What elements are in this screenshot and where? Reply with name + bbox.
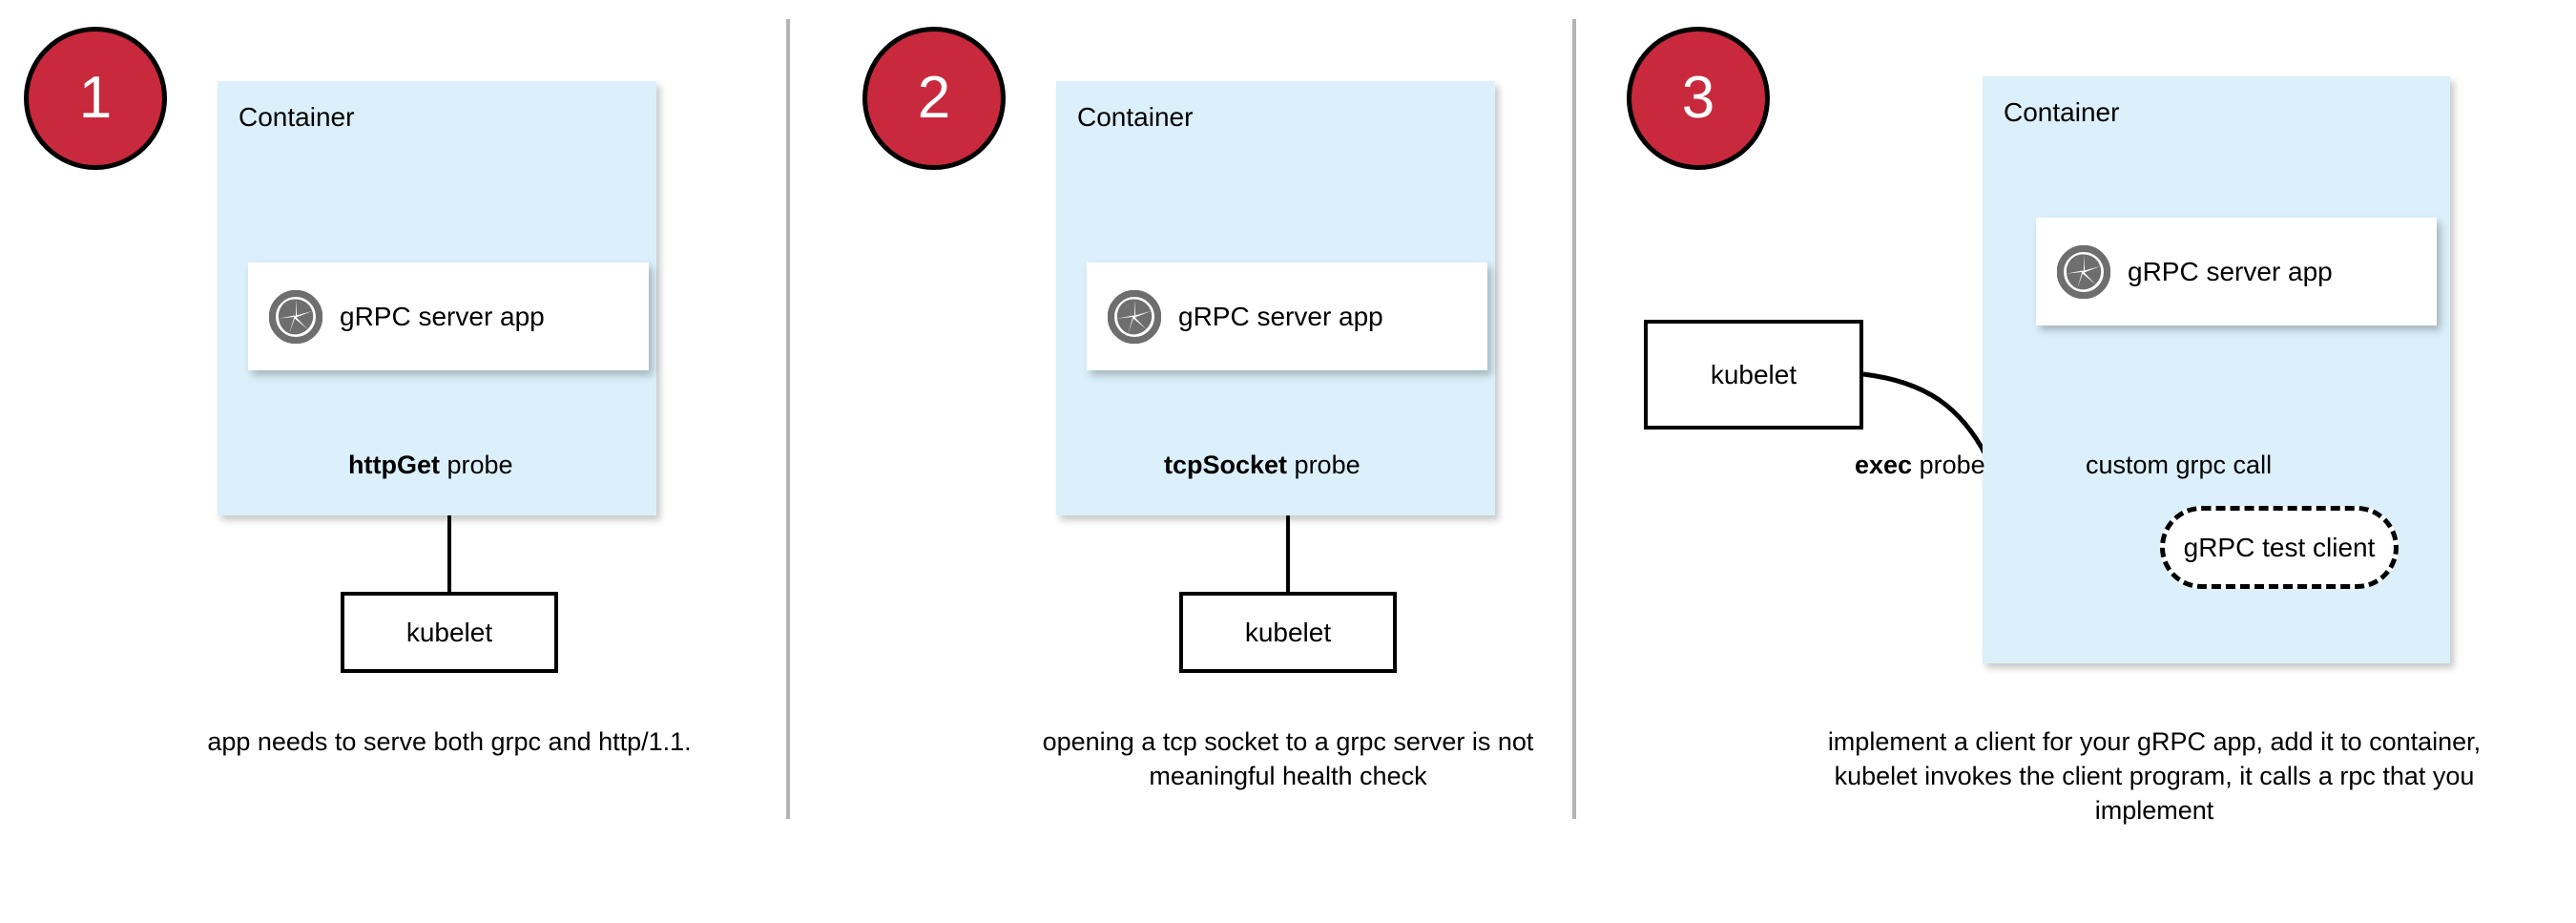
probe-label-rest: probe xyxy=(1912,451,1985,479)
step-badge-2: 2 xyxy=(862,27,1006,170)
container-label: Container xyxy=(2004,97,2120,127)
kubelet-label: kubelet xyxy=(405,617,493,647)
kubelet-label: kubelet xyxy=(1244,617,1332,647)
grpc-logo-icon xyxy=(269,289,322,344)
grpc-test-client-box: gRPC test client xyxy=(2160,506,2399,589)
step-badge-number: 3 xyxy=(1681,65,1715,131)
panel-caption: opening a tcp socket to a grpc server is… xyxy=(1042,727,1534,790)
grpc-server-app-card: gRPC server app xyxy=(248,262,649,370)
panel-divider-1 xyxy=(786,19,790,819)
httpget-probe-label: httpGet probe xyxy=(348,451,513,480)
probe-label-rest: probe xyxy=(439,451,513,479)
probe-label-rest: probe xyxy=(1287,451,1361,479)
grpc-server-app-label: gRPC server app xyxy=(340,301,545,331)
grpc-server-app-label: gRPC server app xyxy=(1178,301,1383,331)
custom-grpc-call-label: custom grpc call xyxy=(2086,451,2273,479)
panel-caption: app needs to serve both grpc and http/1.… xyxy=(207,727,692,756)
step-badge-number: 1 xyxy=(78,65,113,131)
container-label: Container xyxy=(1077,102,1194,132)
probe-label-bold: tcpSocket xyxy=(1164,451,1288,479)
grpc-logo-icon xyxy=(1108,289,1161,344)
panel-tcpsocket-probe: 2 Container gRPC server app tcpSocket pr… xyxy=(788,0,1574,923)
kubelet-box: kubelet xyxy=(1644,320,1863,430)
panel-httpget-probe: 1 Container gRPC server app httpGet prob… xyxy=(0,0,788,923)
grpc-server-app-card: gRPC server app xyxy=(2036,218,2437,325)
panel-exec-probe: 3 Container gRPC server app kubelet xyxy=(1574,0,2576,923)
probe-label-bold: httpGet xyxy=(348,451,440,479)
grpc-server-app-label: gRPC server app xyxy=(2128,256,2333,286)
kubelet-label: kubelet xyxy=(1710,359,1797,389)
kubelet-box: kubelet xyxy=(341,592,558,673)
grpc-logo-icon xyxy=(2057,244,2110,299)
container-label: Container xyxy=(239,102,355,132)
step-badge-number: 2 xyxy=(917,65,951,131)
kubelet-box: kubelet xyxy=(1179,592,1397,673)
probe-label-bold: exec xyxy=(1855,451,1913,479)
exec-probe-label: exec probe xyxy=(1855,451,1985,480)
grpc-server-app-card: gRPC server app xyxy=(1087,262,1487,370)
tcpsocket-probe-label: tcpSocket probe xyxy=(1164,451,1361,480)
panel-divider-2 xyxy=(1572,19,1576,819)
step-badge-1: 1 xyxy=(24,27,167,170)
grpc-test-client-label: gRPC test client xyxy=(2183,532,2376,562)
panel-caption: implement a client for your gRPC app, ad… xyxy=(1827,727,2482,825)
step-badge-3: 3 xyxy=(1627,27,1770,170)
